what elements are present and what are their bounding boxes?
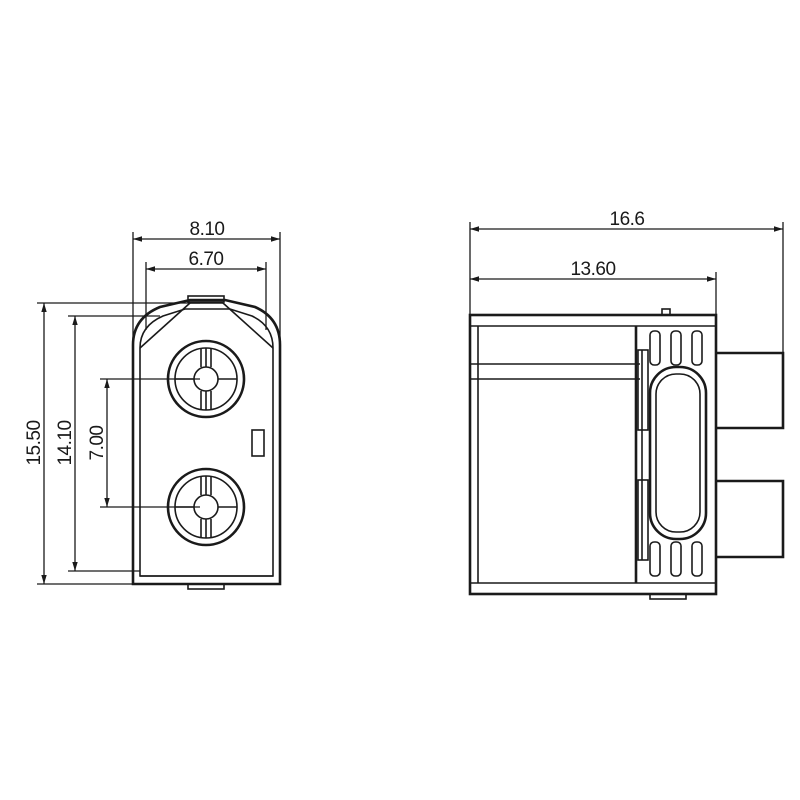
dim-height-inner-label: 14.10 — [55, 420, 76, 465]
dim-length-body: 13.60 — [470, 259, 717, 320]
dim-height-outer-label: 15.50 — [24, 420, 45, 465]
vent-slots-top — [649, 330, 703, 366]
dim-length-body-label: 13.60 — [570, 259, 615, 280]
front-side-latch — [251, 429, 265, 457]
vent-slots-bottom — [649, 541, 703, 577]
side-pin-top — [716, 351, 785, 430]
front-housing-outline — [131, 298, 282, 586]
side-pin-bottom — [716, 479, 785, 559]
front-view: 8.10 6.70 15.50 14.10 7.00 — [24, 219, 282, 590]
pin-socket-bottom — [166, 467, 246, 547]
dim-length-total-label: 16.6 — [610, 209, 645, 230]
dim-width-outer: 8.10 — [132, 219, 281, 360]
side-view: 16.6 13.60 — [468, 209, 785, 600]
side-oval-window — [648, 365, 708, 541]
side-housing-outline — [468, 313, 718, 596]
front-top-tab — [187, 295, 225, 303]
side-bottom-tab — [649, 593, 687, 600]
dim-width-inner-label: 6.70 — [189, 249, 224, 270]
dim-pin-pitch: 7.00 — [87, 378, 200, 508]
pin-socket-top — [166, 339, 246, 419]
dim-height-outer: 15.50 — [24, 302, 200, 585]
dim-length-total: 16.6 — [469, 209, 784, 355]
front-bottom-tab — [187, 583, 225, 590]
dim-pin-pitch-label: 7.00 — [87, 426, 108, 461]
dim-width-outer-label: 8.10 — [190, 219, 225, 240]
dim-width-inner: 6.70 — [145, 249, 267, 330]
